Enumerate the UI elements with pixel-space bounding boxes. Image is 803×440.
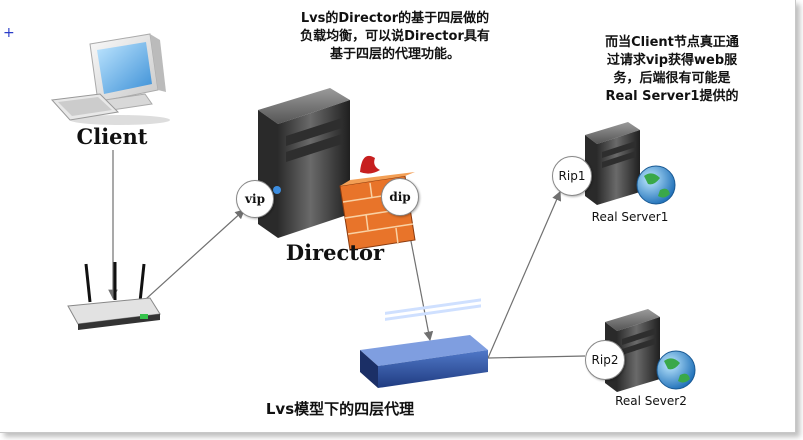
right-note: 而当Client节点真正通 过请求vip获得web服 务，后端很有可能是 Rea… [572,34,772,106]
right-note-line: Real Server1提供的 [605,89,739,104]
top-note-line: 负载均衡，可以说Director具有 [300,29,490,44]
globe-icon [636,165,676,205]
client-label: Client [76,124,148,149]
server-icon [258,88,350,238]
vip-badge: vip [236,180,274,218]
director-label: Director [285,240,385,265]
right-note-line: 务，后端很有可能是 [613,71,731,86]
computer-icon [50,33,170,125]
real-server2-label: Real Sever2 [615,394,687,408]
switch-icon [360,298,488,388]
globe-icon [656,350,696,390]
top-note: Lvs的Director的基于四层做的 负载均衡，可以说Director具有 基… [250,10,540,64]
server-icon [585,122,640,205]
rip2-badge: Rip2 [585,340,625,380]
top-note-line: Lvs的Director的基于四层做的 [300,11,490,26]
top-note-line: 基于四层的代理功能。 [329,47,460,62]
corner-mark: + [3,25,15,41]
real-server1-label: Real Server1 [591,210,669,224]
rip1-badge: Rip1 [552,156,592,196]
router-icon [67,262,161,330]
switch-to-rs2-line [487,355,586,359]
right-note-line: 而当Client节点真正通 [605,35,739,50]
right-note-line: 过请求vip获得web服 [606,53,738,68]
diagram-caption: Lvs模型下的四层代理 [265,400,415,418]
switch-to-rs1-line [487,190,562,359]
dip-badge: dip [381,178,419,216]
